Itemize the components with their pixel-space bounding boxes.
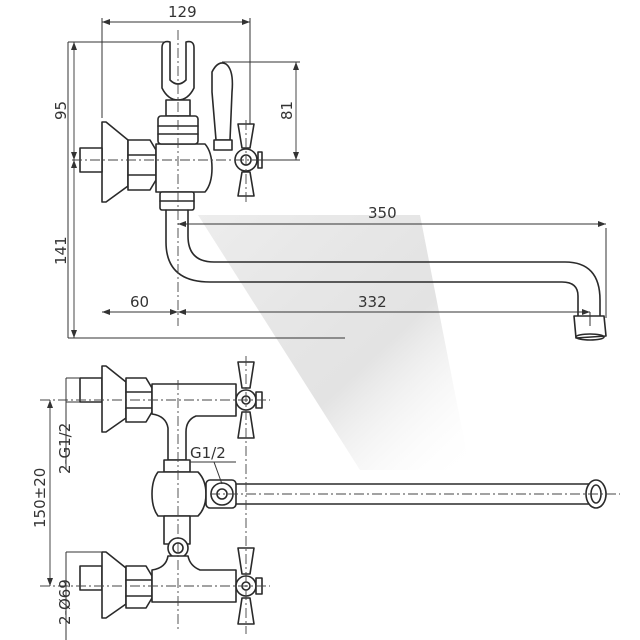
diagonal-shade	[198, 215, 470, 470]
spout-pipe-top	[165, 209, 579, 317]
plan-view: 150±20 2-G1/2 2-Ø69 G1/2	[31, 356, 620, 640]
dim-inlet-spacing: 150±20	[31, 468, 49, 528]
hex-nut-top	[127, 139, 157, 191]
dim-offset: 60	[130, 293, 149, 311]
mixer-body-top	[155, 143, 213, 193]
aerator	[573, 315, 607, 339]
dim-height-lever: 81	[278, 101, 296, 120]
diverter-lever	[211, 62, 234, 141]
side-elevation-view: 129 95 81 350 141 60 332	[52, 3, 607, 341]
mixer-body-plan	[151, 471, 207, 517]
label-inlet-thread: 2-G1/2	[56, 423, 74, 474]
dim-spout-length: 350	[368, 204, 397, 222]
label-escutcheon-diameter: 2-Ø69	[56, 579, 74, 625]
dim-spout-inner: 332	[358, 293, 387, 311]
dim-height-handle: 95	[52, 101, 70, 120]
label-outlet-thread: G1/2	[190, 444, 226, 462]
dim-height-spout: 141	[52, 236, 70, 265]
wall-flange-top	[101, 121, 129, 203]
dim-width-top: 129	[168, 3, 197, 21]
